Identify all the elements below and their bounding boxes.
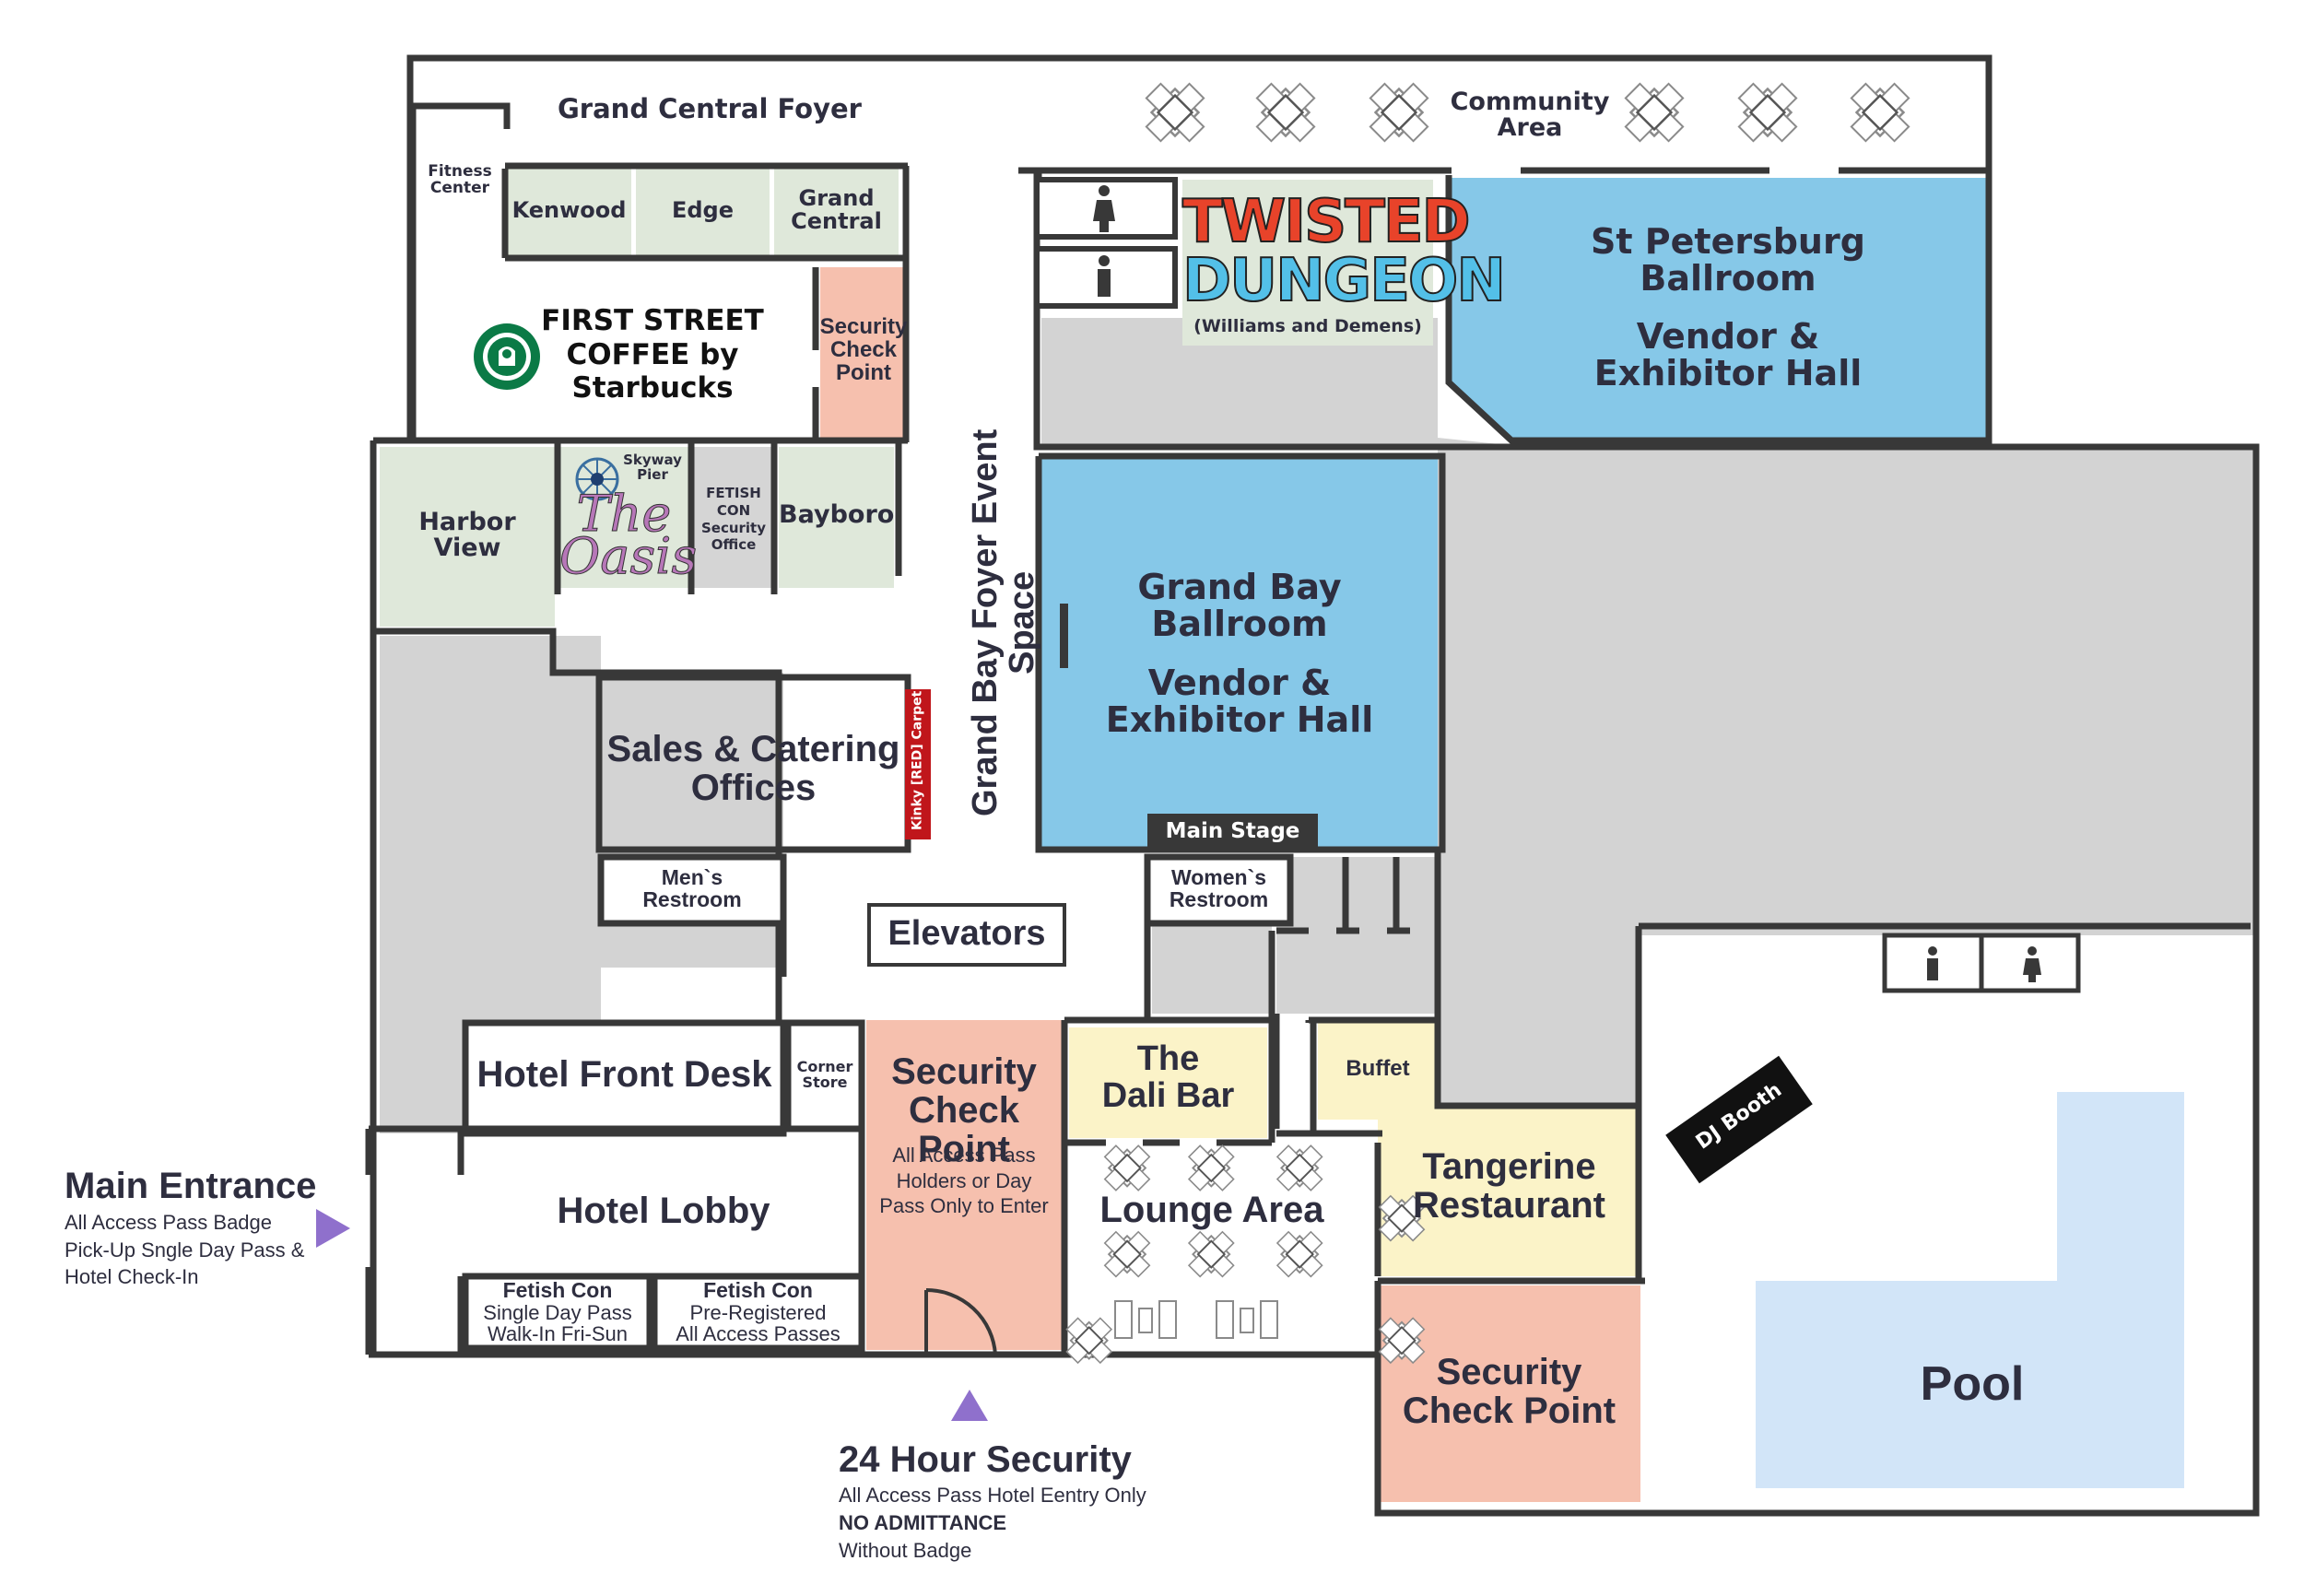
grand-central-foyer-label: Grand Central Foyer bbox=[558, 93, 862, 124]
fitness-center-label: Fitness Center bbox=[428, 162, 492, 197]
corner-store-label: Corner Store bbox=[796, 1058, 853, 1091]
single-day-title: Fetish Con bbox=[502, 1278, 613, 1302]
preregistered-title: Fetish Con bbox=[703, 1278, 813, 1302]
single-day-note: Single Day Pass Walk-In Fri-Sun bbox=[483, 1301, 632, 1346]
buffet-label: Buffet bbox=[1346, 1056, 1410, 1081]
mens-restroom-label: Men`s Restroom bbox=[642, 865, 742, 912]
main-entrance-note: All Access Pass Badge Pick-Up Sngle Day … bbox=[65, 1211, 305, 1289]
grand-bay-vendor-label: Vendor & Exhibitor Hall bbox=[1105, 663, 1374, 740]
st-petersburg-vendor-label: Vendor & Exhibitor Hall bbox=[1593, 316, 1863, 393]
sales-catering-offices-label: Sales & Catering Offices bbox=[606, 729, 900, 808]
first-street-coffee-label: FIRST STREET COFFEE by Starbucks bbox=[541, 304, 764, 405]
edge-label: Edge bbox=[671, 197, 735, 223]
security-check-pool-label: Security Check Point bbox=[1402, 1352, 1616, 1431]
dali-bar-label: The Dali Bar bbox=[1101, 1039, 1235, 1115]
twisted-dungeon-sub: (Williams and Demens) bbox=[1193, 316, 1422, 336]
hotel-front-desk-label: Hotel Front Desk bbox=[476, 1054, 772, 1095]
security-entrance-note-3: Without Badge bbox=[839, 1539, 972, 1562]
st-petersburg-ballroom-label: St Petersburg Ballroom bbox=[1591, 221, 1865, 299]
harbor-view-label: Harbor View bbox=[418, 508, 516, 563]
preregistered-note: Pre-Registered All Access Passes bbox=[676, 1301, 840, 1346]
main-entrance-title: Main Entrance bbox=[65, 1166, 317, 1206]
security-entrance-note-1: All Access Pass Hotel Eentry Only bbox=[839, 1484, 1146, 1507]
grand-bay-ballroom-label: Grand Bay Ballroom bbox=[1137, 567, 1342, 644]
security-check-small-label: Security Check Point bbox=[819, 314, 908, 386]
security-entrance-title: 24 Hour Security bbox=[839, 1439, 1132, 1480]
lounge-area-label: Lounge Area bbox=[1099, 1190, 1324, 1230]
fetish-con-security-office-label: FETISH CON Security Office bbox=[700, 485, 767, 554]
community-area-label: Community Area bbox=[1450, 88, 1610, 143]
kinky-red-carpet-label: Kinky [RED] Carpet bbox=[910, 690, 925, 831]
bayboro-label: Bayboro bbox=[779, 500, 895, 529]
twisted-dungeon-title-bottom: DUNGEON bbox=[1181, 247, 1507, 315]
skyway-pier-label: Skyway Pier bbox=[623, 452, 682, 483]
womens-restroom-label: Women`s Restroom bbox=[1169, 865, 1269, 912]
security-entrance-note-2: NO ADMITTANCE bbox=[839, 1511, 1007, 1534]
grand-central-label: Grand Central bbox=[791, 185, 882, 235]
hotel-lobby-label: Hotel Lobby bbox=[557, 1191, 770, 1231]
tangerine-restaurant-label: Tangerine Restaurant bbox=[1413, 1146, 1605, 1226]
security-check-main-note: All Access Pass Holders or Day Pass Only… bbox=[879, 1144, 1049, 1217]
the-oasis-label: The Oasis bbox=[559, 485, 698, 585]
kenwood-label: Kenwood bbox=[511, 197, 627, 223]
pool-label: Pool bbox=[1920, 1357, 2025, 1411]
elevators-label: Elevators bbox=[888, 914, 1046, 953]
main-stage-label: Main Stage bbox=[1165, 819, 1300, 843]
grand-bay-foyer-event-space-label: Grand Bay Foyer Event Space bbox=[966, 428, 1041, 817]
twisted-dungeon-title-top: TWISTED bbox=[1181, 188, 1472, 256]
security-check-main-label: Security Check Point bbox=[891, 1051, 1037, 1169]
